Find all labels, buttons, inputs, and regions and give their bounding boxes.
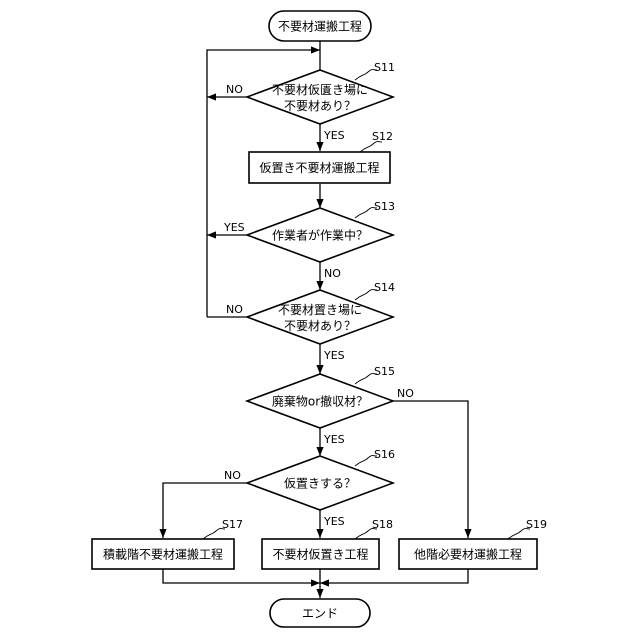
edge-label-s15-no: NO xyxy=(397,387,414,400)
edge-label-s11-no: NO xyxy=(226,83,243,96)
s11-step-label: S11 xyxy=(374,61,395,74)
edge-s15-s19 xyxy=(393,401,468,538)
start-terminal: 不要材運搬工程 xyxy=(269,11,371,41)
s12-step-label: S12 xyxy=(372,130,393,143)
edge-label-s13-no: NO xyxy=(324,267,341,280)
edge-s17-merge xyxy=(163,569,320,583)
start-label: 不要材運搬工程 xyxy=(278,19,362,34)
s12-label: 仮置き不要材運搬工程 xyxy=(259,160,379,175)
process-s18: 不要材仮置き工程 xyxy=(262,539,379,569)
edge-label-s13-yes: YES xyxy=(223,221,245,234)
s14-step-label: S14 xyxy=(374,281,395,294)
decision-s14: 不要材置き場に 不要材あり？ xyxy=(247,290,393,344)
decision-s11: 不要材仮匱き場に 不要材あり？ xyxy=(247,70,393,124)
process-s12: 仮置き不要材運搬工程 xyxy=(249,152,390,183)
s11-label-line1: 不要材仮匱き場に xyxy=(272,83,368,97)
s13-step-label: S13 xyxy=(374,200,395,213)
s18-step-label: S18 xyxy=(372,518,393,531)
decision-s13: 作業者が作業中？ xyxy=(247,208,393,262)
process-s19: 他階必要材運搬工程 xyxy=(399,539,537,569)
s16-label: 仮置きする？ xyxy=(284,477,356,491)
s12-leader xyxy=(360,142,382,153)
s15-label: 廃棄物or撤収材？ xyxy=(272,394,368,409)
s17-step-label: S17 xyxy=(222,518,243,531)
decision-s16: 仮置きする？ xyxy=(247,456,393,510)
s13-label: 作業者が作業中？ xyxy=(272,228,368,243)
s19-label: 他階必要材運搬工程 xyxy=(414,547,522,562)
s11-label-line2: 不要材あり？ xyxy=(284,99,356,113)
s14-label-line1: 不要材置き場に xyxy=(278,303,362,317)
end-label: エンド xyxy=(302,607,338,621)
edge-s19-merge xyxy=(320,569,468,583)
edge-label-s15-yes: YES xyxy=(323,433,345,446)
s16-step-label: S16 xyxy=(374,448,395,461)
s14-label-line2: 不要材あり？ xyxy=(284,319,356,333)
s19-step-label: S19 xyxy=(526,518,547,531)
decision-s15: 廃棄物or撤収材？ xyxy=(247,374,393,428)
process-s17: 積載階不要材運搬工程 xyxy=(92,539,234,569)
s18-label: 不要材仮置き工程 xyxy=(272,547,368,562)
s17-label: 積載階不要材運搬工程 xyxy=(103,547,223,562)
edge-label-s14-yes: YES xyxy=(323,349,345,362)
edge-label-s16-yes: YES xyxy=(323,515,345,528)
end-terminal: エンド xyxy=(270,599,370,627)
edge-label-s11-yes: YES xyxy=(323,129,345,142)
s15-step-label: S15 xyxy=(374,365,395,378)
edge-label-s14-no: NO xyxy=(226,303,243,316)
edge-label-s16-no: NO xyxy=(224,469,241,482)
